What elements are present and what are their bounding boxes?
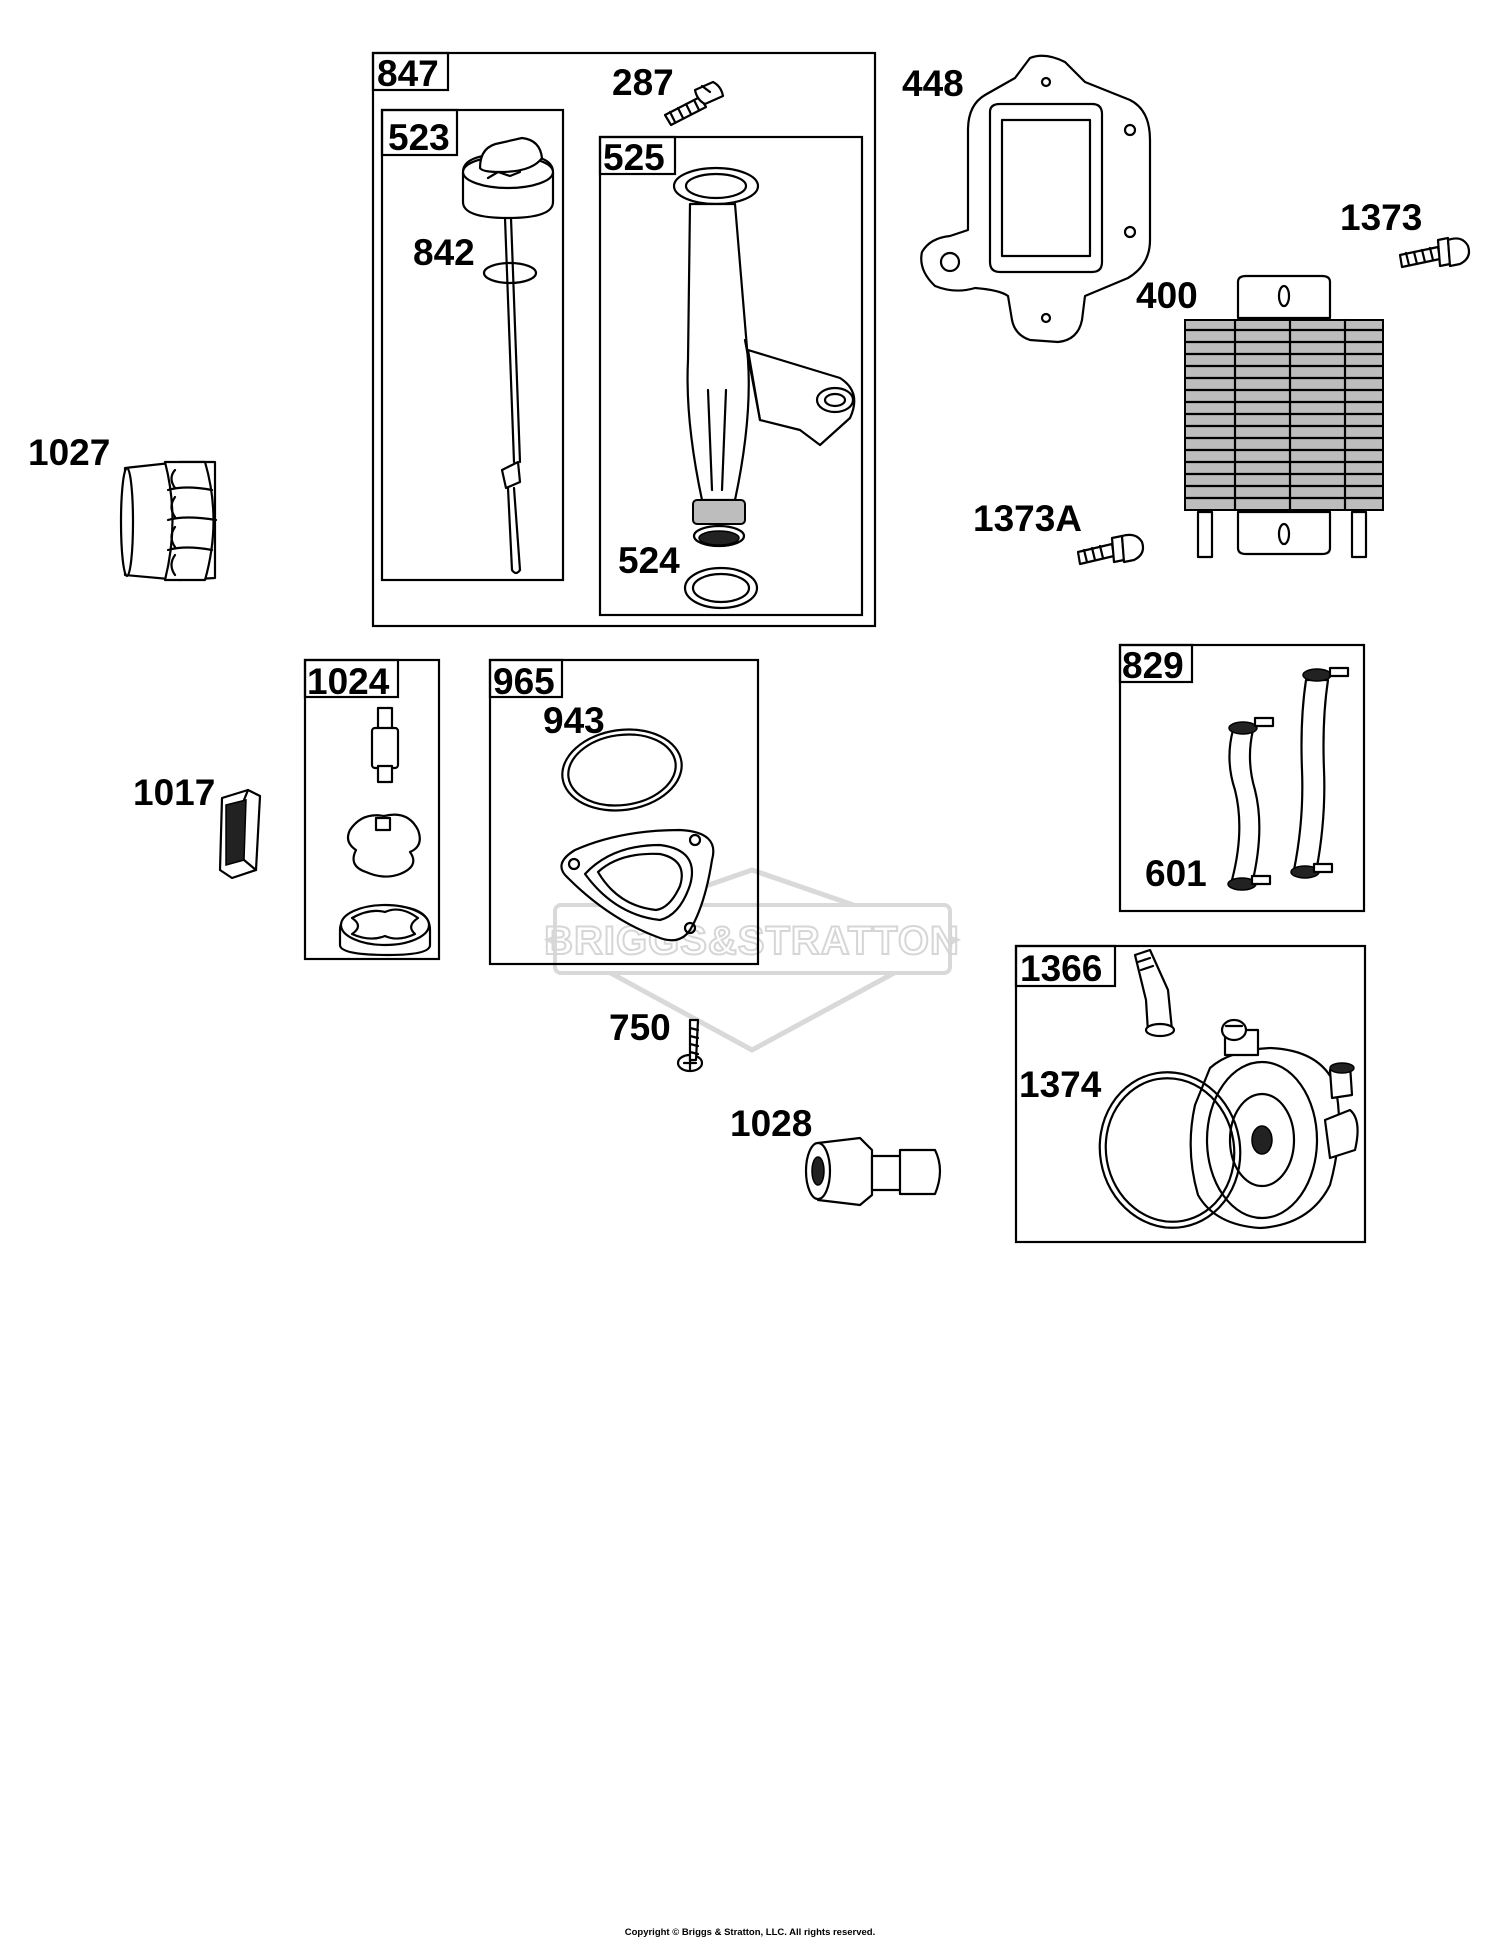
label-1028: 1028: [730, 1103, 812, 1144]
label-1373A: 1373A: [973, 498, 1082, 539]
briggs-stratton-watermark: BRIGGS&STRATTON: [543, 867, 962, 1053]
label-287: 287: [612, 62, 674, 103]
screw-750-icon: [676, 1018, 704, 1073]
label-1027: 1027: [28, 432, 110, 473]
hose-601-right-icon: [1290, 666, 1350, 879]
tag-box-1366: [1014, 944, 1117, 988]
pump-shaft-1024-icon: [370, 706, 400, 784]
bolt-1373-icon: [1398, 236, 1471, 269]
label-842: 842: [413, 232, 475, 273]
tag-box-965: [488, 658, 564, 699]
dipstick-tube-525-icon: [672, 166, 856, 548]
inner-rotor-1024-icon: [346, 813, 421, 878]
label-400: 400: [1136, 275, 1198, 316]
plate-448-icon: [920, 54, 1152, 344]
dipstick-cap-523-icon: [461, 136, 555, 220]
label-1373: 1373: [1340, 197, 1422, 238]
label-1024: 1024: [307, 661, 390, 702]
label-1017: 1017: [133, 772, 215, 813]
label-523: 523: [388, 117, 450, 158]
o-ring-524-icon: [683, 566, 759, 610]
elbow-fitting-1366-icon: [1133, 948, 1176, 1038]
tag-box-1024: [303, 658, 400, 699]
group-box-523: [380, 108, 565, 582]
tag-box-829: [1118, 643, 1194, 684]
group-box-829: [1118, 643, 1366, 913]
tag-box-847: [371, 51, 450, 92]
watermark-text: BRIGGS&STRATTON: [544, 919, 960, 963]
group-box-965: [488, 658, 760, 966]
group-box-847: [371, 51, 877, 628]
screw-287-icon: [663, 80, 725, 127]
seal-ring-943-icon: [561, 728, 683, 812]
outer-rotor-1024-icon: [338, 903, 432, 957]
hose-601-left-icon: [1227, 716, 1275, 891]
label-1374: 1374: [1019, 1064, 1102, 1105]
oil-filter-1027-icon: [119, 460, 218, 582]
tag-box-525: [598, 135, 677, 176]
o-ring-1374-icon: [1098, 1071, 1242, 1229]
label-601: 601: [1145, 853, 1207, 894]
pump-cover-965-icon: [560, 828, 715, 942]
oil-filter-adapter-1366-icon: [1189, 1018, 1359, 1230]
label-1366: 1366: [1020, 948, 1102, 989]
bolt-1373a-icon: [1076, 533, 1145, 566]
fitting-1028-icon: [804, 1136, 942, 1207]
label-847: 847: [377, 53, 439, 94]
label-965: 965: [493, 661, 555, 702]
label-750: 750: [609, 1007, 671, 1048]
label-829: 829: [1122, 645, 1184, 686]
label-448: 448: [902, 63, 964, 104]
label-525: 525: [603, 137, 665, 178]
label-524: 524: [618, 540, 680, 581]
label-943: 943: [543, 700, 605, 741]
tag-box-523: [380, 108, 459, 157]
group-box-525: [598, 135, 864, 617]
oil-cooler-400-icon: [1183, 274, 1385, 559]
dipstick-842-icon: [482, 216, 538, 575]
group-box-1366: [1014, 944, 1367, 1244]
part-1017-icon: [218, 788, 262, 880]
copyright-notice: Copyright © Briggs & Stratton, LLC. All …: [624, 1927, 876, 1938]
